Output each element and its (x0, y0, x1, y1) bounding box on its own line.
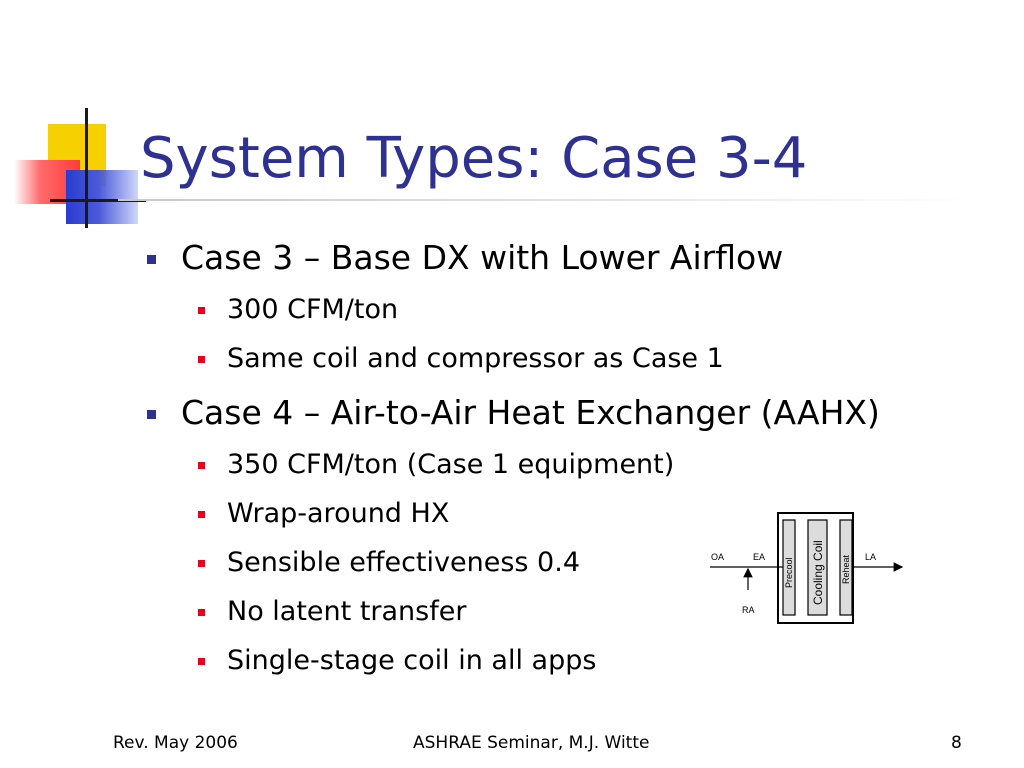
sub-bullet-case4-cfm: 350 CFM/ton (Case 1 equipment) (197, 449, 675, 480)
footer-presenter: ASHRAE Seminar, M.J. Witte (413, 733, 650, 753)
slide-title: System Types: Case 3-4 (140, 126, 808, 191)
label-oa: OA (711, 552, 724, 562)
sub-bullet-case4-single-stage: Single-stage coil in all apps (197, 645, 597, 676)
sub-bullet-case3-coil: Same coil and compressor as Case 1 (198, 343, 724, 374)
label-ra: RA (742, 605, 755, 615)
label-cooling-coil: Cooling Coil (811, 540, 825, 605)
sub-bullet-case3-cfm: 300 CFM/ton (197, 294, 399, 325)
label-ea: EA (753, 552, 765, 562)
cooling-coil (807, 519, 828, 616)
label-precool: Precool (784, 557, 794, 588)
title-underline (118, 199, 978, 201)
bullet-case-3: Case 3 – Base DX with Lower Airflow (146, 238, 784, 277)
logo-vertical-line (85, 108, 88, 228)
sub-bullet-case4-effectiveness: Sensible effectiveness 0.4 (198, 547, 580, 578)
footer-page-number: 8 (951, 733, 962, 753)
footer-date: Rev. May 2006 (113, 733, 238, 753)
bullet-case-4: Case 4 – Air-to-Air Heat Exchanger (AAHX… (147, 393, 880, 432)
aahx-schematic-diagram: OA EA RA LA Precool Cooling Coil Reheat (710, 512, 904, 624)
logo-horizontal-line (50, 199, 146, 202)
label-reheat: Reheat (841, 554, 851, 584)
sub-bullet-case4-wrap: Wrap-around HX (197, 498, 450, 529)
label-la: LA (865, 552, 876, 562)
logo-blue-square (66, 170, 138, 224)
sub-bullet-case4-latent: No latent transfer (197, 596, 467, 627)
